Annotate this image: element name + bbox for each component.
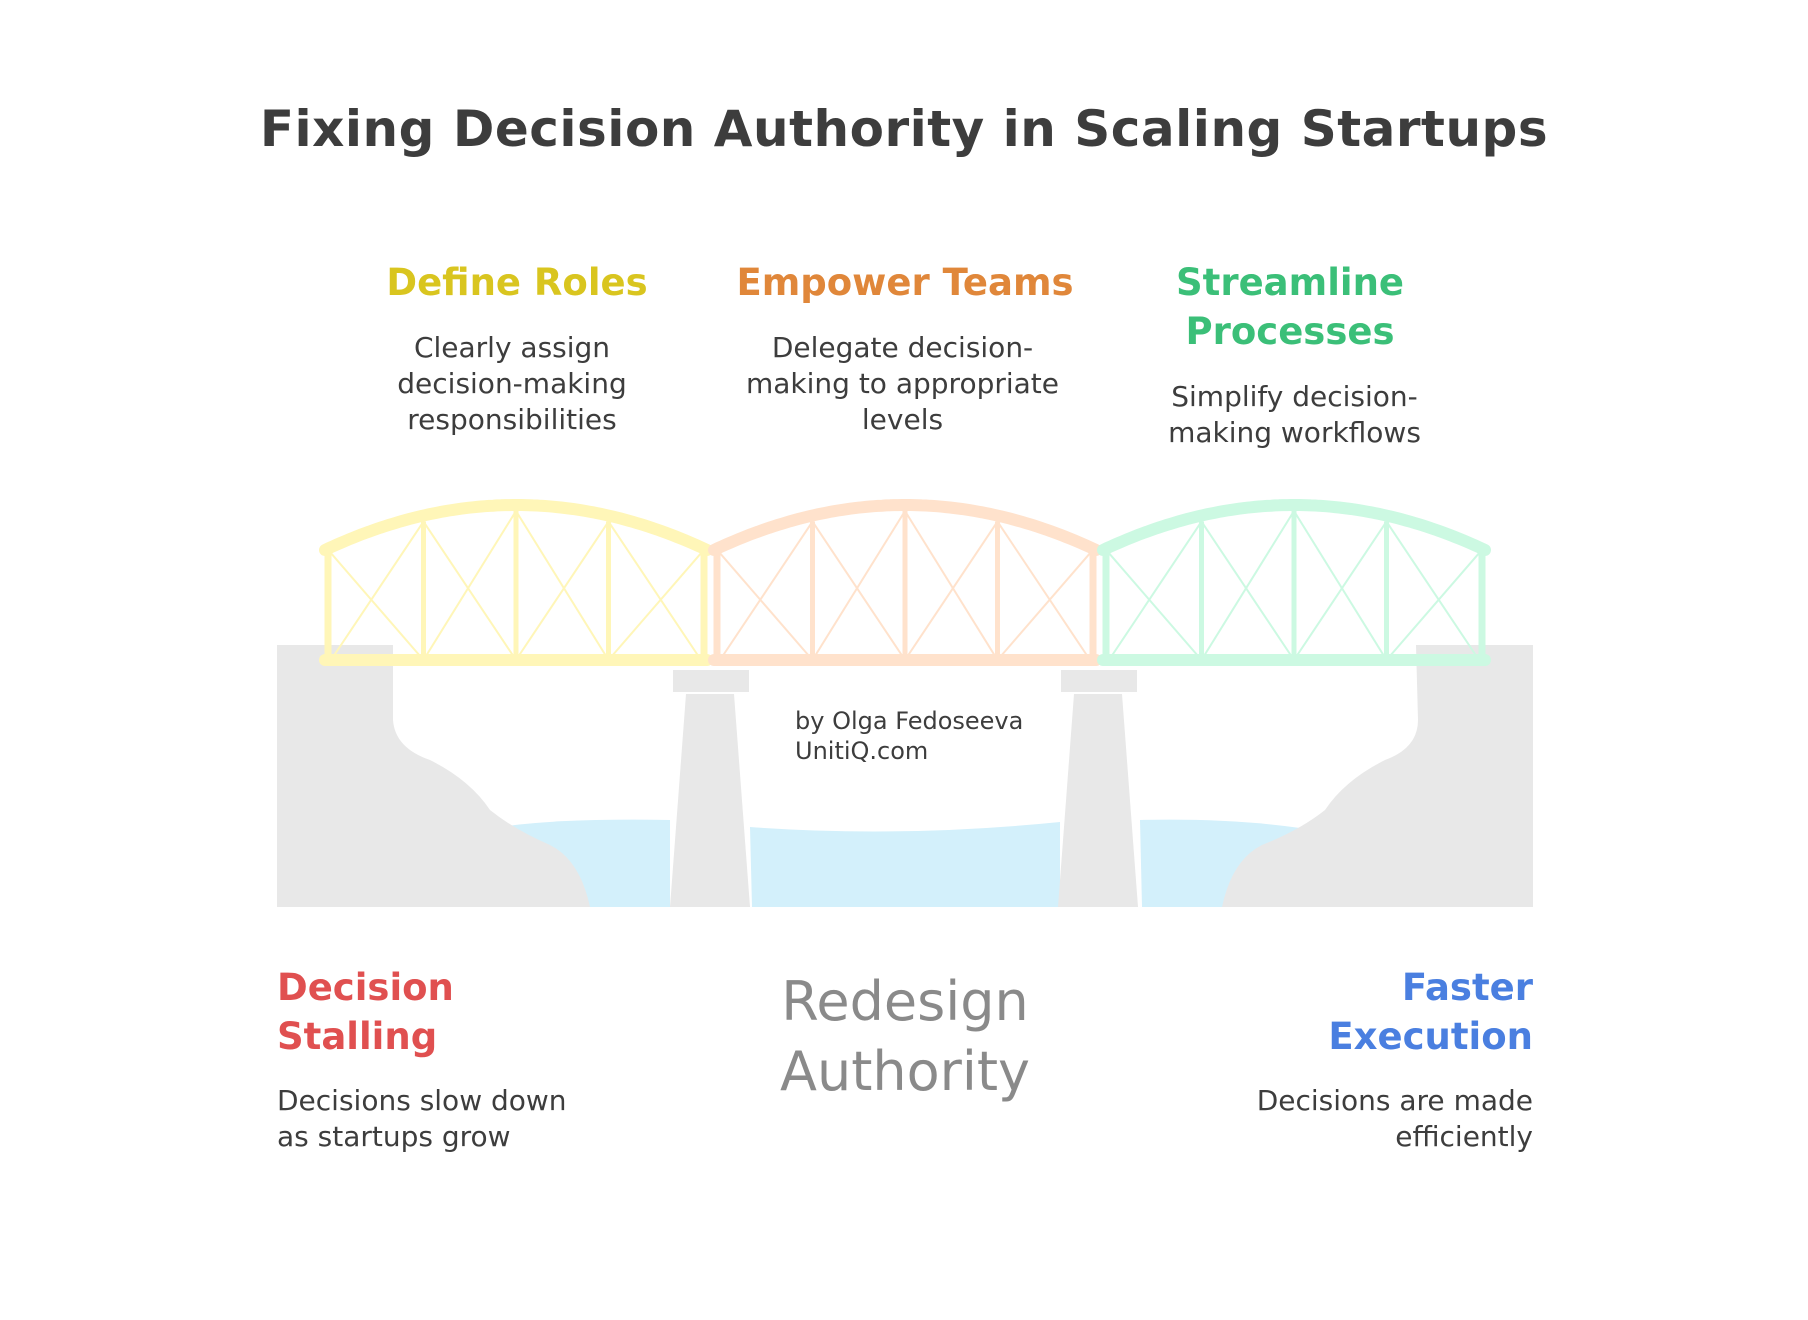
step-desc-empower-teams: Delegate decision-making to appropriate …	[745, 331, 1060, 436]
end-description: Decisions are made efficiently	[1256, 1084, 1533, 1153]
water	[1140, 819, 1300, 907]
pillar-right	[1058, 694, 1138, 907]
step-heading-define-roles: Define Roles	[386, 261, 648, 304]
step-desc-define-roles: Clearly assign decision-making responsib…	[397, 331, 627, 436]
step-heading-streamline-processes: Streamline Processes	[1176, 261, 1404, 353]
credit-site: UnitiQ.com	[795, 737, 929, 765]
pillar-left	[670, 694, 750, 907]
diagram-title: Fixing Decision Authority in Scaling Sta…	[259, 100, 1549, 158]
end-heading: Faster Execution	[1328, 966, 1533, 1058]
center-label: Redesign Authority	[780, 970, 1030, 1103]
pillar-cap-right	[1061, 670, 1137, 692]
pillar-cap-left	[673, 670, 749, 692]
step-desc-streamline-processes: Simplify decision-making workflows	[1168, 380, 1421, 449]
credit-block: by Olga Fedoseeva UnitiQ.com	[795, 706, 1095, 766]
water	[750, 822, 1060, 907]
truss-define-roles	[319, 499, 713, 666]
start-description: Decisions slow down as startups grow	[277, 1084, 567, 1153]
truss-streamline-processes	[1097, 499, 1491, 666]
right-bank	[1222, 645, 1533, 907]
step-heading-empower-teams: Empower Teams	[736, 261, 1074, 304]
credit-author: by Olga Fedoseeva	[795, 707, 1024, 735]
start-heading: Decision Stalling	[277, 966, 454, 1058]
truss-empower-teams	[708, 499, 1102, 666]
water	[500, 819, 670, 907]
left-bank	[277, 645, 590, 907]
